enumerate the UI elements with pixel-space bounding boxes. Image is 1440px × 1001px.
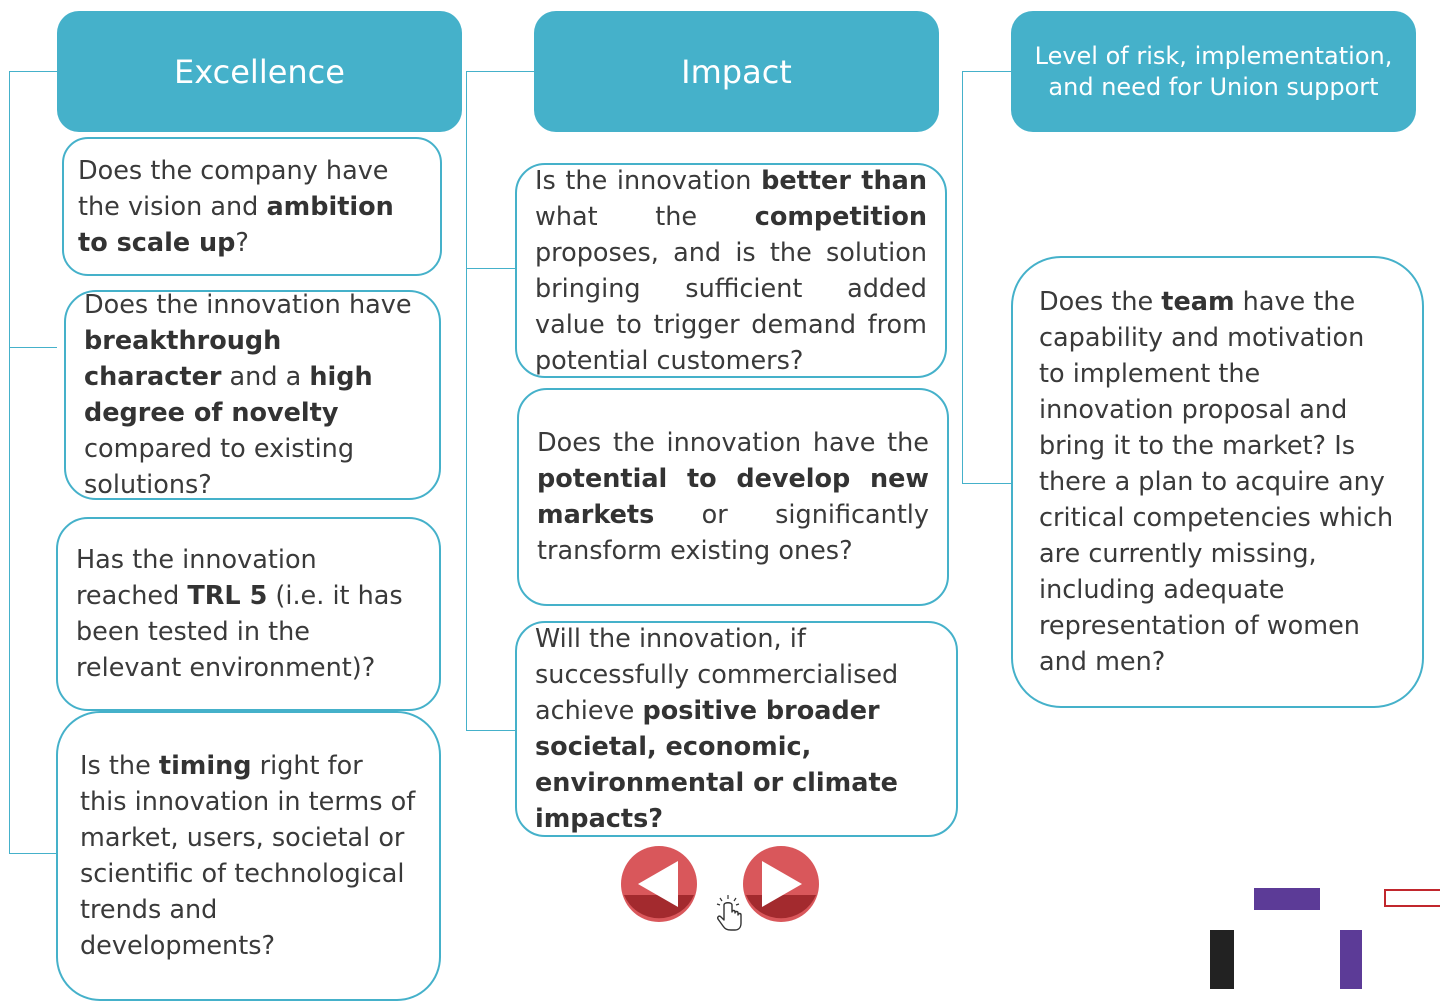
- card-excellence-trl: Has the innovation reached TRL 5 (i.e. i…: [56, 517, 441, 711]
- body-text: and a: [221, 362, 310, 392]
- body-text: Is the innovation: [535, 165, 762, 196]
- arrow-left-icon: [621, 846, 697, 922]
- card-text: Will the innovation, if successfully com…: [535, 621, 938, 837]
- logo-bar-black: [1210, 930, 1234, 989]
- body-text: Has the innovation reached: [76, 545, 317, 611]
- emphasis-text: team: [1161, 287, 1235, 317]
- card-text: Is the timing right for this innovation …: [80, 748, 417, 964]
- body-text: right for this innovation in terms of ma…: [80, 751, 416, 961]
- body-text: (i.e. it has been tested in the relevant…: [76, 581, 403, 683]
- header-excellence: Excellence: [57, 11, 462, 132]
- emphasis-text: breakthrough character: [84, 326, 282, 392]
- body-text: compared to existing solutions?: [84, 434, 355, 500]
- prev-button[interactable]: [620, 845, 698, 923]
- body-text: have the capability and motivation to im…: [1039, 287, 1394, 677]
- card-text: Does the innovation have breakthrough ch…: [84, 287, 421, 503]
- card-text: Has the innovation reached TRL 5 (i.e. i…: [76, 542, 421, 686]
- connector-excellence-tick: [9, 347, 57, 348]
- logo-bar-purple-vertical: [1340, 930, 1362, 989]
- card-excellence-novelty: Does the innovation have breakthrough ch…: [64, 290, 441, 500]
- body-text: Does the company have the vision and: [78, 155, 389, 222]
- logo-bar-red-outline: [1384, 889, 1440, 907]
- arrow-right-icon: [743, 846, 819, 922]
- emphasis-text: high degree of novelty: [84, 362, 373, 428]
- card-text: Does the company have the vision and amb…: [78, 153, 426, 261]
- header-risk: Level of risk, implementation, and need …: [1011, 11, 1416, 132]
- body-text: proposes, and is the solution bringing s…: [535, 237, 927, 376]
- logo-bar-purple-top: [1254, 888, 1320, 910]
- card-impact-competition: Is the innovation better than what the c…: [515, 163, 947, 378]
- body-text: ?: [235, 227, 249, 258]
- card-excellence-ambition: Does the company have the vision and amb…: [62, 137, 442, 276]
- connector-impact: [466, 71, 535, 731]
- card-text: Is the innovation better than what the c…: [535, 163, 927, 379]
- body-text: Does the: [1039, 287, 1162, 317]
- card-text: Does the team have the capability and mo…: [1039, 284, 1396, 680]
- body-text: Does the innovation have the: [537, 428, 929, 458]
- emphasis-text: ambition to scale up: [78, 191, 394, 258]
- body-text: Will the innovation, if successfully com…: [535, 624, 899, 726]
- emphasis-text: TRL 5: [187, 581, 268, 611]
- card-text: Does the innovation have the potential t…: [537, 425, 929, 569]
- header-impact: Impact: [534, 11, 939, 132]
- connector-excellence: [9, 71, 58, 854]
- card-excellence-timing: Is the timing right for this innovation …: [56, 711, 441, 1001]
- connector-impact-tick: [466, 268, 516, 269]
- hand-pointer-icon: [716, 895, 742, 931]
- body-text: or significantly transform existing ones…: [537, 500, 929, 566]
- card-impact-markets: Does the innovation have the potential t…: [517, 388, 949, 606]
- emphasis-text: potential to develop new markets: [537, 464, 929, 530]
- body-text: what the: [535, 201, 755, 232]
- emphasis-text: competition: [754, 201, 927, 232]
- emphasis-text: better than: [761, 165, 927, 196]
- card-impact-societal: Will the innovation, if successfully com…: [515, 621, 958, 837]
- body-text: Does the innovation have: [84, 290, 412, 320]
- card-risk-team: Does the team have the capability and mo…: [1011, 256, 1424, 708]
- connector-risk: [962, 71, 1013, 484]
- emphasis-text: positive broader societal, economic, env…: [535, 696, 898, 834]
- body-text: Is the: [80, 751, 159, 781]
- next-button[interactable]: [742, 845, 820, 923]
- emphasis-text: timing: [158, 751, 252, 781]
